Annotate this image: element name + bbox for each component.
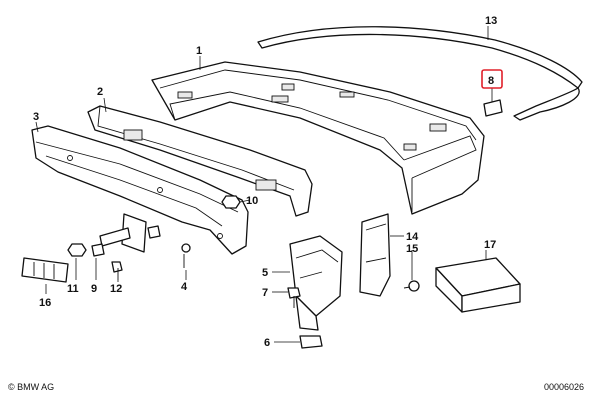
bolt-15 <box>403 280 420 292</box>
mount-bracket-9 <box>91 213 161 257</box>
clip-16 <box>21 257 69 283</box>
callout-4: 4 <box>181 281 188 293</box>
highlight-box-8 <box>481 69 503 89</box>
nut-10 <box>221 195 241 209</box>
callout-16: 16 <box>39 297 51 309</box>
bolt-12 <box>111 261 123 280</box>
callout-6: 6 <box>264 337 270 349</box>
callout-2: 2 <box>97 86 103 98</box>
callout-1: 1 <box>196 45 202 57</box>
callout-3: 3 <box>33 111 39 123</box>
callout-17: 17 <box>484 239 496 251</box>
bracket-5 <box>289 235 343 331</box>
callout-14: 14 <box>406 231 419 243</box>
callout-8: 8 <box>488 75 494 87</box>
callout-labels: 1 2 3 4 5 6 7 8 9 10 11 12 13 14 15 16 1… <box>33 15 497 349</box>
clip-nut-6 <box>299 335 323 349</box>
callout-7: 7 <box>262 287 268 299</box>
bolt-7 <box>287 287 301 308</box>
side-bracket-14 <box>359 213 391 297</box>
callout-12: 12 <box>110 283 122 295</box>
callout-11: 11 <box>67 283 79 295</box>
package-17 <box>435 257 521 313</box>
brand-label: © BMW AG <box>8 382 54 392</box>
leader-lines <box>35 26 493 343</box>
trim-strip-13 <box>257 26 583 121</box>
nut-11 <box>67 243 87 257</box>
bumper-cover-1 <box>151 61 485 215</box>
callout-10: 10 <box>246 195 258 207</box>
callout-9: 9 <box>91 283 97 295</box>
screw-4 <box>181 243 191 268</box>
callout-15: 15 <box>406 243 418 255</box>
clip-8 <box>483 99 503 117</box>
diagram-code: 00006026 <box>544 382 584 392</box>
callout-5: 5 <box>262 267 268 279</box>
bumper-carrier-3 <box>31 125 249 255</box>
bumper-bracket-2 <box>87 105 313 217</box>
callout-13: 13 <box>485 15 497 27</box>
